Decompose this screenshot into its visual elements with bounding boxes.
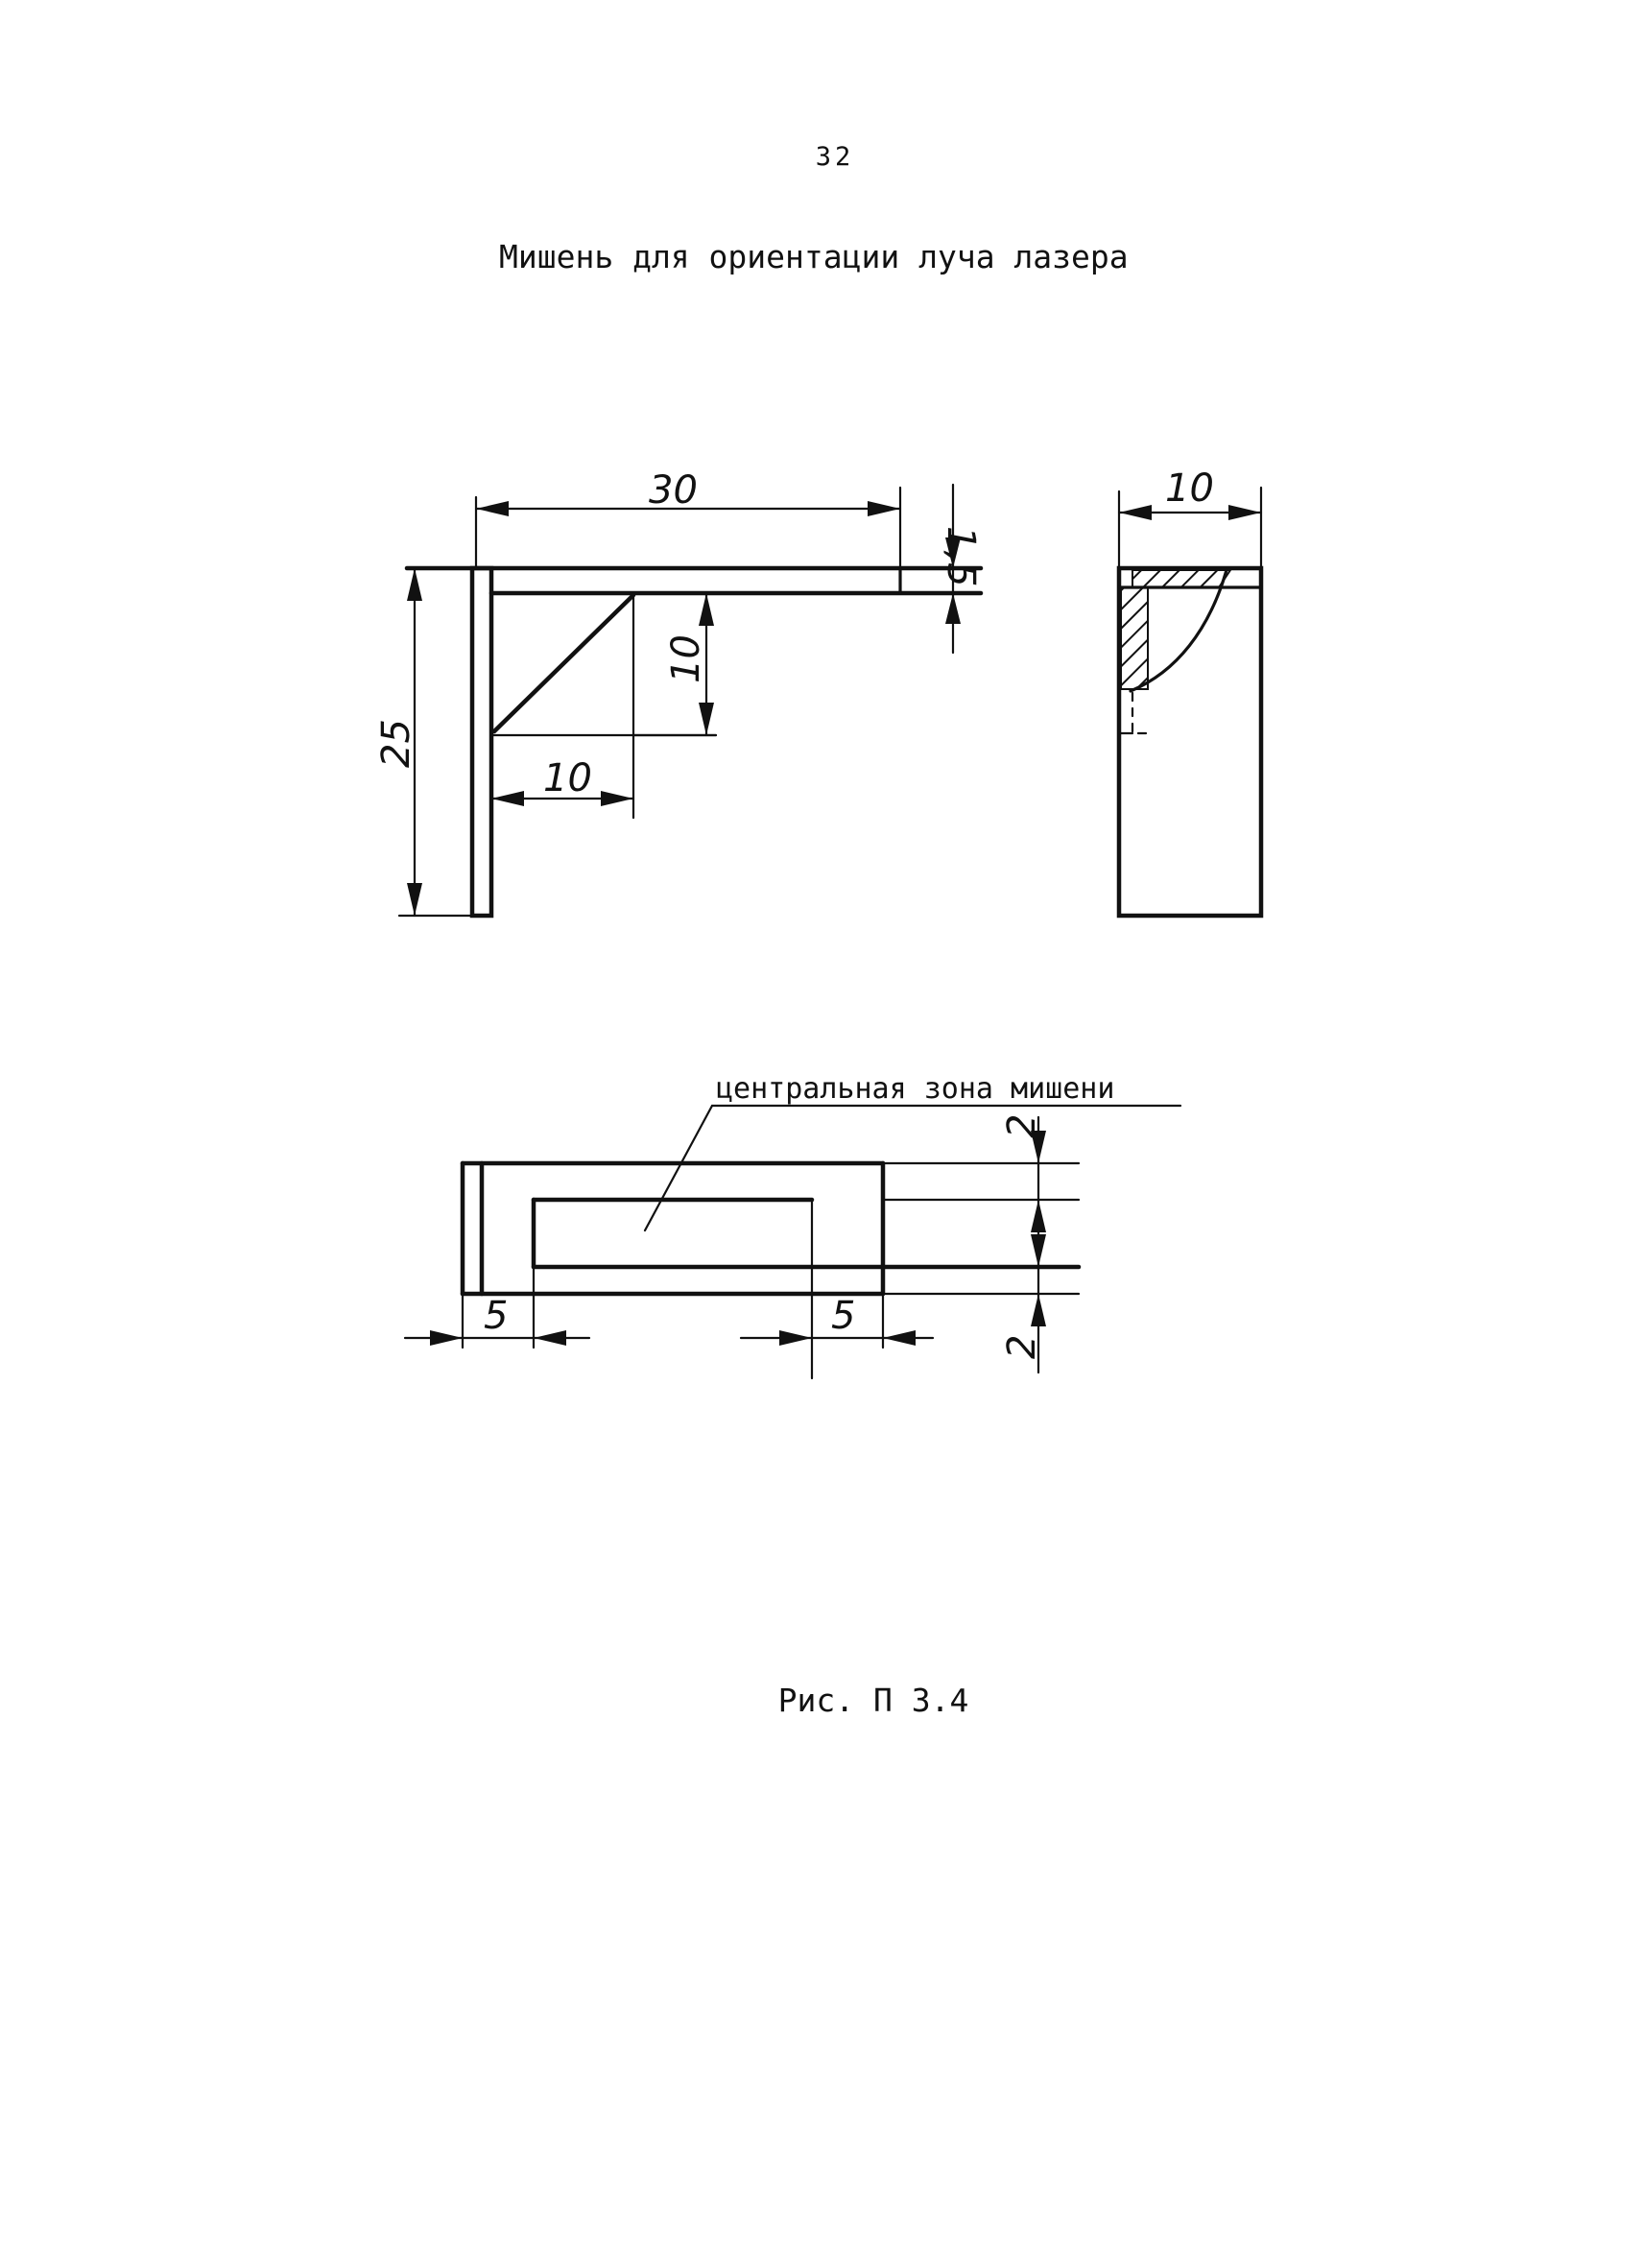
- dim-2-bottom-label: 2: [1000, 1335, 1044, 1359]
- front-view-outline: [1116, 565, 1264, 919]
- vertical-plate: [469, 565, 494, 919]
- gusset-diagonal: [491, 592, 636, 734]
- side-view: 30 1,5 25 10 10: [374, 468, 984, 919]
- page-title: Мишень для ориентации луча лазера: [499, 238, 1129, 275]
- dim-2-top-label: 2: [1000, 1114, 1044, 1138]
- hatched-top-section: [1132, 569, 1232, 588]
- top-view: центральная зона мишени 5 5 2 2: [403, 1072, 1182, 1380]
- dim-5-right-label: 5: [831, 1294, 855, 1338]
- dim-10-height-label: 10: [664, 634, 708, 683]
- front-view: 10: [1116, 466, 1264, 919]
- dim-5-left-label: 5: [484, 1294, 508, 1338]
- dim-30-label: 30: [649, 468, 698, 513]
- dim-10-front-label: 10: [1165, 466, 1214, 511]
- page-number: 32: [815, 142, 855, 172]
- dim-25-label: 25: [374, 719, 418, 768]
- hatched-side-section: [1120, 586, 1149, 690]
- figure-caption: Рис. П 3.4: [777, 1682, 969, 1719]
- central-zone-callout: центральная зона мишени: [716, 1072, 1114, 1106]
- dim-1-5-label: 1,5: [939, 526, 983, 587]
- dim-10-width-label: 10: [543, 756, 592, 800]
